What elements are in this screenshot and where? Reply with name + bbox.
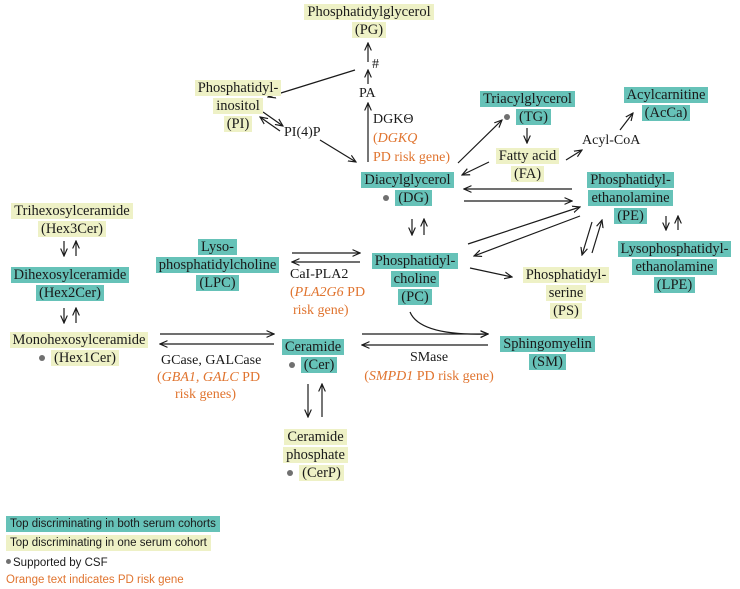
legend: Top discriminating in both serum cohorts…	[6, 516, 220, 587]
arrow-acylcoa-to-acca	[619, 113, 633, 131]
arrow-pc-to-pe	[467, 207, 580, 245]
arrow-pc-to-sm	[409, 311, 488, 334]
node-sm: Sphingomyelin (SM)	[490, 335, 605, 371]
enzyme-dgk: DGKΘ (DGKQ PD risk gene)	[373, 112, 450, 165]
node-pg: Phosphatidylglycerol (PG)	[284, 3, 454, 39]
arrow-fa-to-acylcoa	[565, 150, 582, 161]
arrow-pi-to-pi4p	[262, 111, 283, 126]
arrow-dg-to-tg	[457, 120, 502, 164]
node-hex2: Dihexosylceramide (Hex2Cer)	[0, 266, 140, 302]
node-ps: Phosphatidyl- serine (PS)	[511, 266, 621, 320]
node-pc: Phosphatidyl- choline (PC)	[362, 252, 468, 306]
node-acca: Acylcarnitine (AcCa)	[610, 86, 722, 122]
gene-gba1-galc: GBA1, GALC	[161, 370, 239, 385]
csf-support-dot	[383, 194, 390, 201]
arrow-pi4p-to-pi	[260, 117, 281, 132]
arrow-pc-to-ps	[469, 267, 512, 277]
node-hex1: Monohexosylceramide (Hex1Cer)	[0, 331, 158, 367]
node-lpc: Lyso- phosphatidylcholine (LPC)	[145, 238, 290, 292]
csf-support-dot	[288, 361, 295, 368]
legend-both: Top discriminating in both serum cohorts	[6, 516, 220, 532]
enzyme-pla2: CaI-PLA2 (PLA2G6 PD risk gene)	[290, 267, 366, 318]
gene-pla2g6: PLA2G6	[294, 285, 344, 300]
arrow-ps-to-pe	[591, 220, 602, 254]
node-tg: Triacylglycerol (TG)	[470, 90, 585, 126]
gene-dgkq: DGKQ	[377, 131, 418, 146]
node-hex3: Trihexosylceramide (Hex3Cer)	[2, 202, 142, 238]
label-hash: #	[372, 57, 379, 72]
node-lpe: Lysophosphatidyl- ethanolamine (LPE)	[612, 240, 737, 294]
label-acyl-coa: Acyl-CoA	[582, 133, 641, 148]
arrow-pi4p-to-dg	[319, 139, 356, 162]
csf-support-dot	[6, 559, 11, 565]
arrow-pe-to-ps	[582, 221, 593, 255]
node-cerp: Ceramide phosphate (CerP)	[268, 428, 363, 482]
arrow-pe-to-pc	[474, 215, 581, 256]
arrow-to-pi	[268, 69, 356, 97]
label-pa: PA	[359, 86, 376, 101]
gene-smpd1: SMPD1	[368, 369, 414, 384]
csf-support-dot	[38, 354, 45, 361]
node-pe: Phosphatidyl- ethanolamine (PE)	[573, 171, 688, 225]
enzyme-gcase: GCase, GALCase (GBA1, GALC PD risk genes…	[157, 353, 262, 402]
label-pi4p: PI(4)P	[284, 125, 321, 140]
legend-one: Top discriminating in one serum cohort	[6, 535, 211, 551]
csf-support-dot	[287, 469, 294, 476]
node-cer: Ceramide (Cer)	[272, 338, 354, 374]
arrow-fa-to-dg	[462, 161, 490, 175]
csf-support-dot	[504, 113, 510, 120]
enzyme-smase: SMase (SMPD1 PD risk gene)	[364, 350, 494, 384]
legend-orange: Orange text indicates PD risk gene	[6, 574, 184, 586]
legend-csf: Supported by CSF	[13, 557, 108, 569]
node-dg: Diacylglycerol (DG)	[350, 171, 465, 207]
node-fa: Fatty acid (FA)	[485, 147, 570, 183]
node-pi: Phosphatidyl- inositol (PI)	[183, 79, 293, 133]
